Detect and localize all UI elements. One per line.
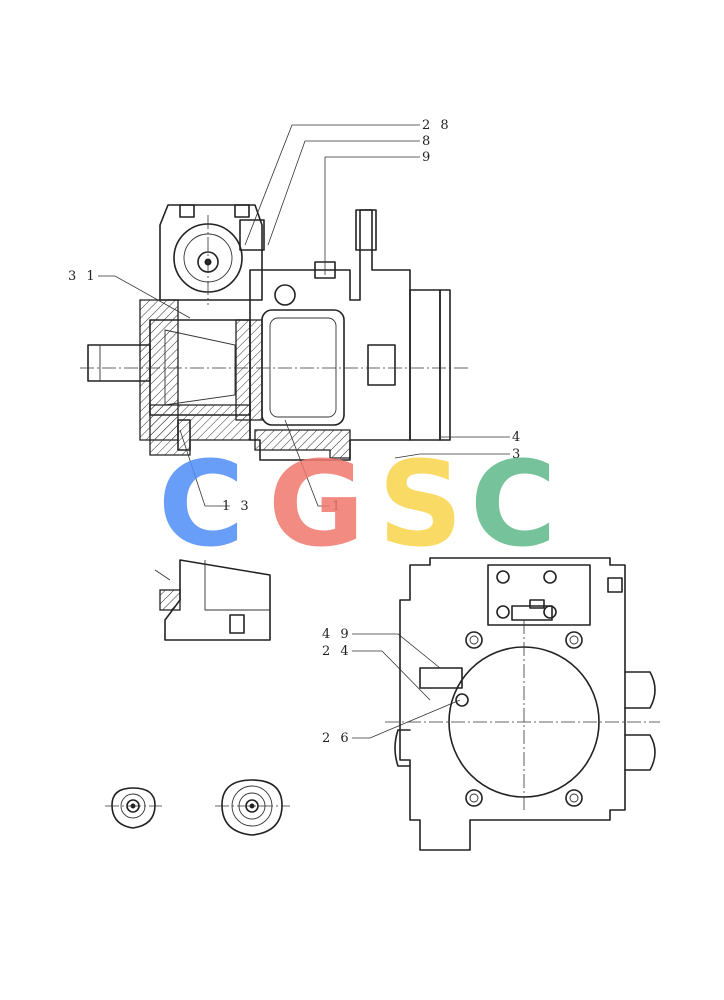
cylinder-block (261, 309, 345, 426)
label-4: 4 (512, 430, 523, 445)
pump-section-view (80, 204, 470, 461)
watermark-letter-c2: C (470, 435, 557, 573)
label-28: 2 8 (422, 118, 452, 133)
label-26: 2 6 (322, 731, 352, 746)
fitting-view-large (215, 779, 290, 836)
label-9: 9 (422, 150, 433, 165)
cgsc-watermark: C G S C (158, 435, 557, 573)
watermark-letter-c1: C (158, 435, 245, 573)
leader-lines (98, 124, 510, 739)
auxiliary-housing (159, 204, 263, 301)
fitting-view-small (105, 787, 162, 829)
end-view-housing (399, 557, 626, 851)
label-13: 1 3 (222, 499, 252, 514)
watermark-letter-g: G (268, 435, 365, 573)
detail-view (154, 559, 271, 641)
label-24: 2 4 (322, 644, 352, 659)
label-31: 3 1 (68, 269, 98, 284)
end-view (385, 557, 660, 851)
label-49: 4 9 (322, 627, 352, 642)
label-8: 8 (422, 134, 433, 149)
pump-body (249, 209, 411, 461)
watermark-letter-s: S (378, 435, 463, 573)
label-3: 3 (512, 447, 523, 462)
label-1: 1 (332, 499, 343, 514)
